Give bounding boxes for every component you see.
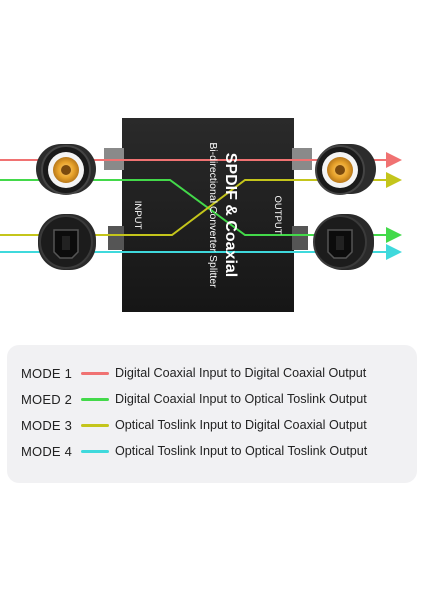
- input-label: INPUT: [132, 201, 143, 230]
- legend-row-1: MODE 1 Digital Coaxial Input to Digital …: [7, 363, 417, 383]
- legend-row-4: MODE 4 Optical Toslink Input to Optical …: [7, 441, 417, 461]
- legend-description: Digital Coaxial Input to Optical Toslink…: [115, 392, 367, 406]
- legend-row-3: MODE 3 Optical Toslink Input to Digital …: [7, 415, 417, 435]
- legend-mode-label: MODE 4: [21, 443, 73, 459]
- legend-mode-label: MODE 1: [21, 365, 73, 381]
- coaxial-input-connector: [36, 144, 96, 195]
- legend-row-2: MOED 2 Digital Coaxial Input to Optical …: [7, 389, 417, 409]
- legend-description: Optical Toslink Input to Digital Coaxial…: [115, 418, 367, 432]
- legend-description: Digital Coaxial Input to Digital Coaxial…: [115, 366, 367, 380]
- coaxial-output-connector: [315, 144, 376, 195]
- device-subtitle: Bi-directional Converter Splitter: [207, 142, 219, 288]
- device-title: SPDIF & Coaxial: [222, 153, 239, 277]
- mode-legend: MODE 1 Digital Coaxial Input to Digital …: [7, 345, 417, 483]
- legend-swatch: [81, 397, 109, 401]
- legend-mode-label: MOED 2: [21, 391, 73, 407]
- output-label: OUTPUT: [272, 195, 283, 234]
- optical-output-connector: [313, 214, 374, 270]
- legend-mode-label: MODE 3: [21, 417, 73, 433]
- legend-swatch: [81, 449, 109, 453]
- legend-description: Optical Toslink Input to Optical Toslink…: [115, 444, 368, 458]
- legend-swatch: [81, 371, 109, 375]
- optical-input-connector: [38, 214, 96, 270]
- legend-swatch: [81, 423, 109, 427]
- product-illustration: SPDIF & Coaxial Bi-directional Converter…: [0, 118, 402, 312]
- device-box: [104, 118, 312, 312]
